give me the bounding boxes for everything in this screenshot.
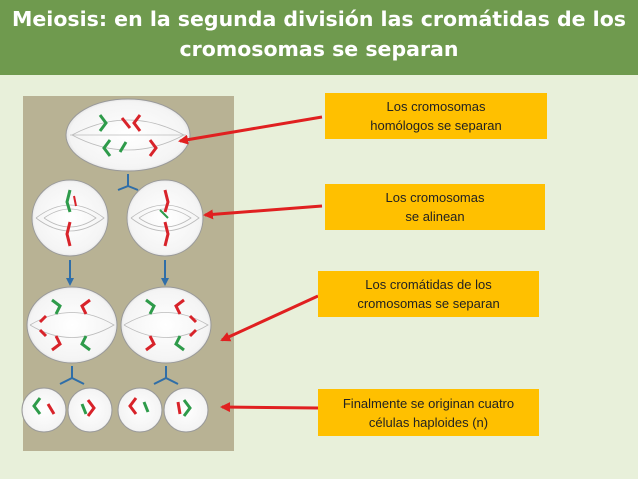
daughter-cell-3 [117,387,163,433]
daughter-cell-1 [21,387,67,433]
arrow-to-daughter-cells [220,402,319,413]
daughter-cell-4 [163,387,209,433]
flow-arrow-split-1 [117,174,139,191]
arrow-to-metaphase [203,204,323,220]
anaphase-i-cell [65,98,191,172]
arrow-to-homologs [178,115,323,145]
daughter-cell-2 [67,387,113,433]
flow-arrow-down-left [66,260,74,286]
metaphase-ii-cell-left [31,179,109,257]
anaphase-ii-cell-right [120,286,212,364]
label-four-haploid-cells: Finalmente se originan cuatro células ha… [318,389,539,436]
label-chromosomes-align: Los cromosomas se alinean [325,184,545,230]
label-homologs-separate: Los cromosomas homólogos se separan [325,93,547,139]
flow-arrow-split-3 [153,366,179,385]
anaphase-ii-cell-left [26,286,118,364]
title-line-1: Meiosis: en la segunda división las crom… [12,7,626,31]
metaphase-ii-cell-right [126,179,204,257]
slide-title: Meiosis: en la segunda división las crom… [0,4,638,64]
flow-arrow-split-2 [59,366,85,385]
title-bar [0,0,638,75]
flow-arrow-down-right [161,260,169,286]
arrow-to-anaphase [220,294,319,342]
title-line-2: cromosomas se separan [179,37,459,61]
label-chromatids-separate: Los cromátidas de los cromosomas se sepa… [318,271,539,317]
